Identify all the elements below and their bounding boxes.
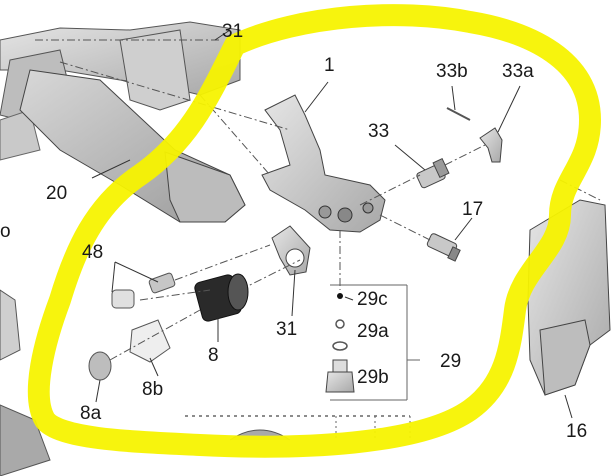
part-label-8a: 8a — [80, 403, 102, 424]
part-label-1: 1 — [324, 55, 335, 76]
part-label-33: 33 — [368, 121, 390, 142]
part-label-29b: 29b — [357, 367, 389, 388]
pin-part — [446, 107, 471, 121]
part-label-33b: 33b — [436, 61, 468, 82]
group-bracket — [330, 284, 420, 401]
part-label-17: 17 — [462, 199, 484, 220]
sleeve-part — [129, 319, 171, 363]
seal-parts — [325, 293, 355, 393]
part-label-29a: 29a — [357, 321, 389, 342]
leader-lines — [91, 29, 573, 419]
part-label-31: 31 — [276, 319, 298, 340]
left-partial-parts — [0, 289, 51, 476]
part-label-29: 29 — [440, 351, 462, 372]
part-label-20: 20 — [46, 183, 68, 204]
assembly-lines — [35, 39, 601, 361]
part-label-16: 16 — [566, 421, 588, 442]
part-label-left-partial: o — [0, 221, 11, 242]
fitting-part — [426, 233, 461, 262]
part-label-8: 8 — [208, 345, 219, 366]
part-label-48: 48 — [82, 242, 104, 263]
part-label-8b: 8b — [142, 379, 164, 400]
coupler-parts — [111, 272, 176, 309]
disc-part — [88, 351, 112, 381]
part-label-31-partial: 31 — [222, 21, 244, 42]
handle-cover-part — [19, 69, 246, 223]
part-label-33a: 33a — [502, 61, 534, 82]
valve-part — [416, 157, 450, 189]
lever-part — [479, 127, 503, 163]
part-label-29c: 29c — [357, 289, 388, 310]
manifold-part — [261, 94, 386, 233]
clamp-part — [271, 225, 311, 276]
highlight-outline — [27, 4, 601, 458]
knurled-nut-part — [194, 273, 249, 322]
